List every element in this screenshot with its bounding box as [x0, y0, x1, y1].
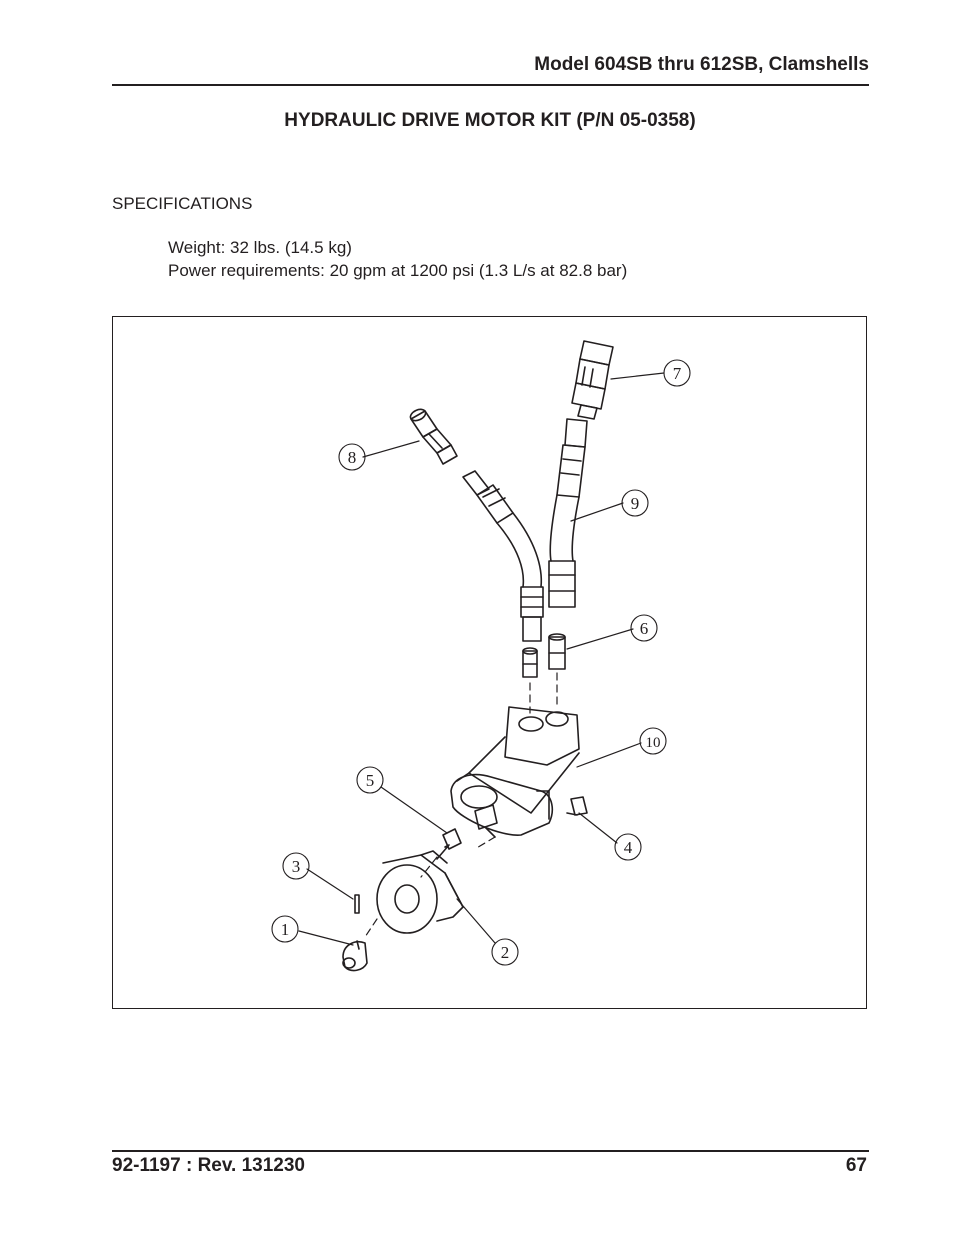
- callout-circle-6: [630, 614, 658, 642]
- specifications-heading: SPECIFICATIONS: [112, 194, 253, 213]
- spec-weight: Weight: 32 lbs. (14.5 kg): [168, 238, 352, 257]
- fittings-part: [522, 633, 566, 678]
- callout-circle-10: [639, 727, 667, 755]
- callout-circle-7: [663, 359, 691, 387]
- bolt-part: [436, 828, 462, 860]
- callout-label-6: 6: [640, 619, 649, 638]
- callout-label-4: 4: [624, 838, 633, 857]
- page-number: 67: [845, 1155, 867, 1176]
- callout-circle-3: [282, 852, 310, 880]
- roll-pin-part: [354, 894, 360, 914]
- collar-part: [342, 940, 368, 972]
- mounting-adapter-part: [376, 850, 464, 934]
- callout-label-9: 9: [631, 494, 640, 513]
- callout-label-8: 8: [348, 448, 357, 467]
- document-revision: 92-1197 : Rev. 131230: [112, 1155, 305, 1176]
- header-divider: [112, 84, 869, 86]
- callout-label-3: 3: [292, 857, 301, 876]
- callout-label-10: 10: [646, 735, 661, 751]
- exploded-view-drawing: 7 8 9 6 10 5 4 3 1 2: [271, 340, 691, 972]
- callout-circle-2: [491, 938, 519, 966]
- callout-circle-4: [614, 833, 642, 861]
- callout-label-7: 7: [673, 364, 682, 383]
- header-title: Model 604SB thru 612SB, Clamshells: [534, 54, 869, 75]
- spec-power: Power requirements: 20 gpm at 1200 psi (…: [168, 261, 628, 280]
- adapter-fitting-part: [409, 408, 458, 465]
- callout-label-1: 1: [281, 920, 290, 939]
- exploded-view-figure: 7 8 9 6 10 5 4 3 1 2: [112, 316, 867, 1009]
- quick-coupler-part: [571, 340, 614, 420]
- callout-label-5: 5: [366, 771, 375, 790]
- callout-circle-5: [356, 766, 384, 794]
- callout-circle-1: [271, 915, 299, 943]
- callout-circle-8: [338, 443, 366, 471]
- left-hose-part: [462, 470, 544, 642]
- callout-circle-9: [621, 489, 649, 517]
- screw-part: [566, 796, 588, 816]
- right-hose-part: [548, 418, 588, 608]
- hydraulic-motor-part: [450, 706, 580, 838]
- footer-divider: [112, 1150, 869, 1152]
- section-title: HYDRAULIC DRIVE MOTOR KIT (P/N 05-0358): [284, 110, 696, 131]
- callout-label-2: 2: [501, 943, 510, 962]
